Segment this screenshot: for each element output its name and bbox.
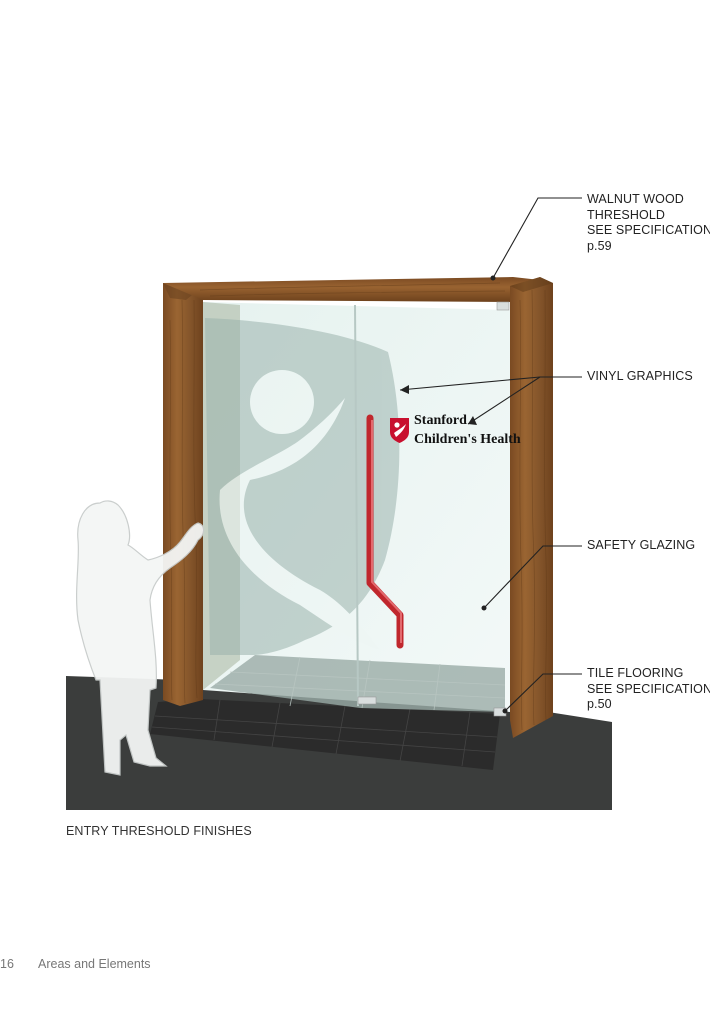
floor-pivot xyxy=(357,696,377,705)
tile-mat xyxy=(150,699,500,770)
figure-caption: ENTRY THRESHOLD FINISHES xyxy=(66,824,252,838)
leader-arrowheads xyxy=(400,275,508,714)
child-silhouette xyxy=(76,500,205,776)
callout-line: p.59 xyxy=(587,238,612,253)
callout-line: WALNUT WOOD xyxy=(587,192,684,206)
leader-lines xyxy=(399,197,582,712)
callout-line: SEE SPECIFICATION xyxy=(587,681,710,696)
stanford-logo-text: Stanford Children's Health xyxy=(414,413,521,448)
walnut-wood-header xyxy=(163,277,540,302)
callout-line: VINYL GRAPHICS xyxy=(587,369,693,383)
callout-line: SEE SPECIFICATION xyxy=(587,223,710,237)
left-wood-post xyxy=(163,283,203,706)
logo-line-childrens-health: Children's Health xyxy=(414,432,521,447)
right-wood-post xyxy=(510,277,553,738)
section-title: Areas and Elements xyxy=(38,957,151,971)
callout-safety-glazing: SAFETY GLAZING xyxy=(587,538,695,554)
page-number: 16 xyxy=(0,957,14,971)
callout-line: SAFETY GLAZING xyxy=(587,538,696,552)
callout-tile-flooring: TILE FLOORING SEE SPECIFICATION p.50 xyxy=(587,666,710,713)
callout-vinyl-graphics: VINYL GRAPHICS xyxy=(587,369,693,385)
top-patch-fitting xyxy=(496,301,510,311)
callout-line: THRESHOLD xyxy=(587,207,665,222)
callout-line: TILE FLOORING xyxy=(587,666,684,680)
callout-line: p.50 xyxy=(587,697,612,711)
logo-line-stanford: Stanford xyxy=(414,413,467,428)
callout-walnut-wood-threshold: WALNUT WOOD THRESHOLD SEE SPECIFICATION … xyxy=(587,192,710,254)
vinyl-graphic xyxy=(205,318,400,655)
stanford-logo-mark xyxy=(390,418,409,443)
page-footer: 16 Areas and Elements xyxy=(0,957,151,971)
